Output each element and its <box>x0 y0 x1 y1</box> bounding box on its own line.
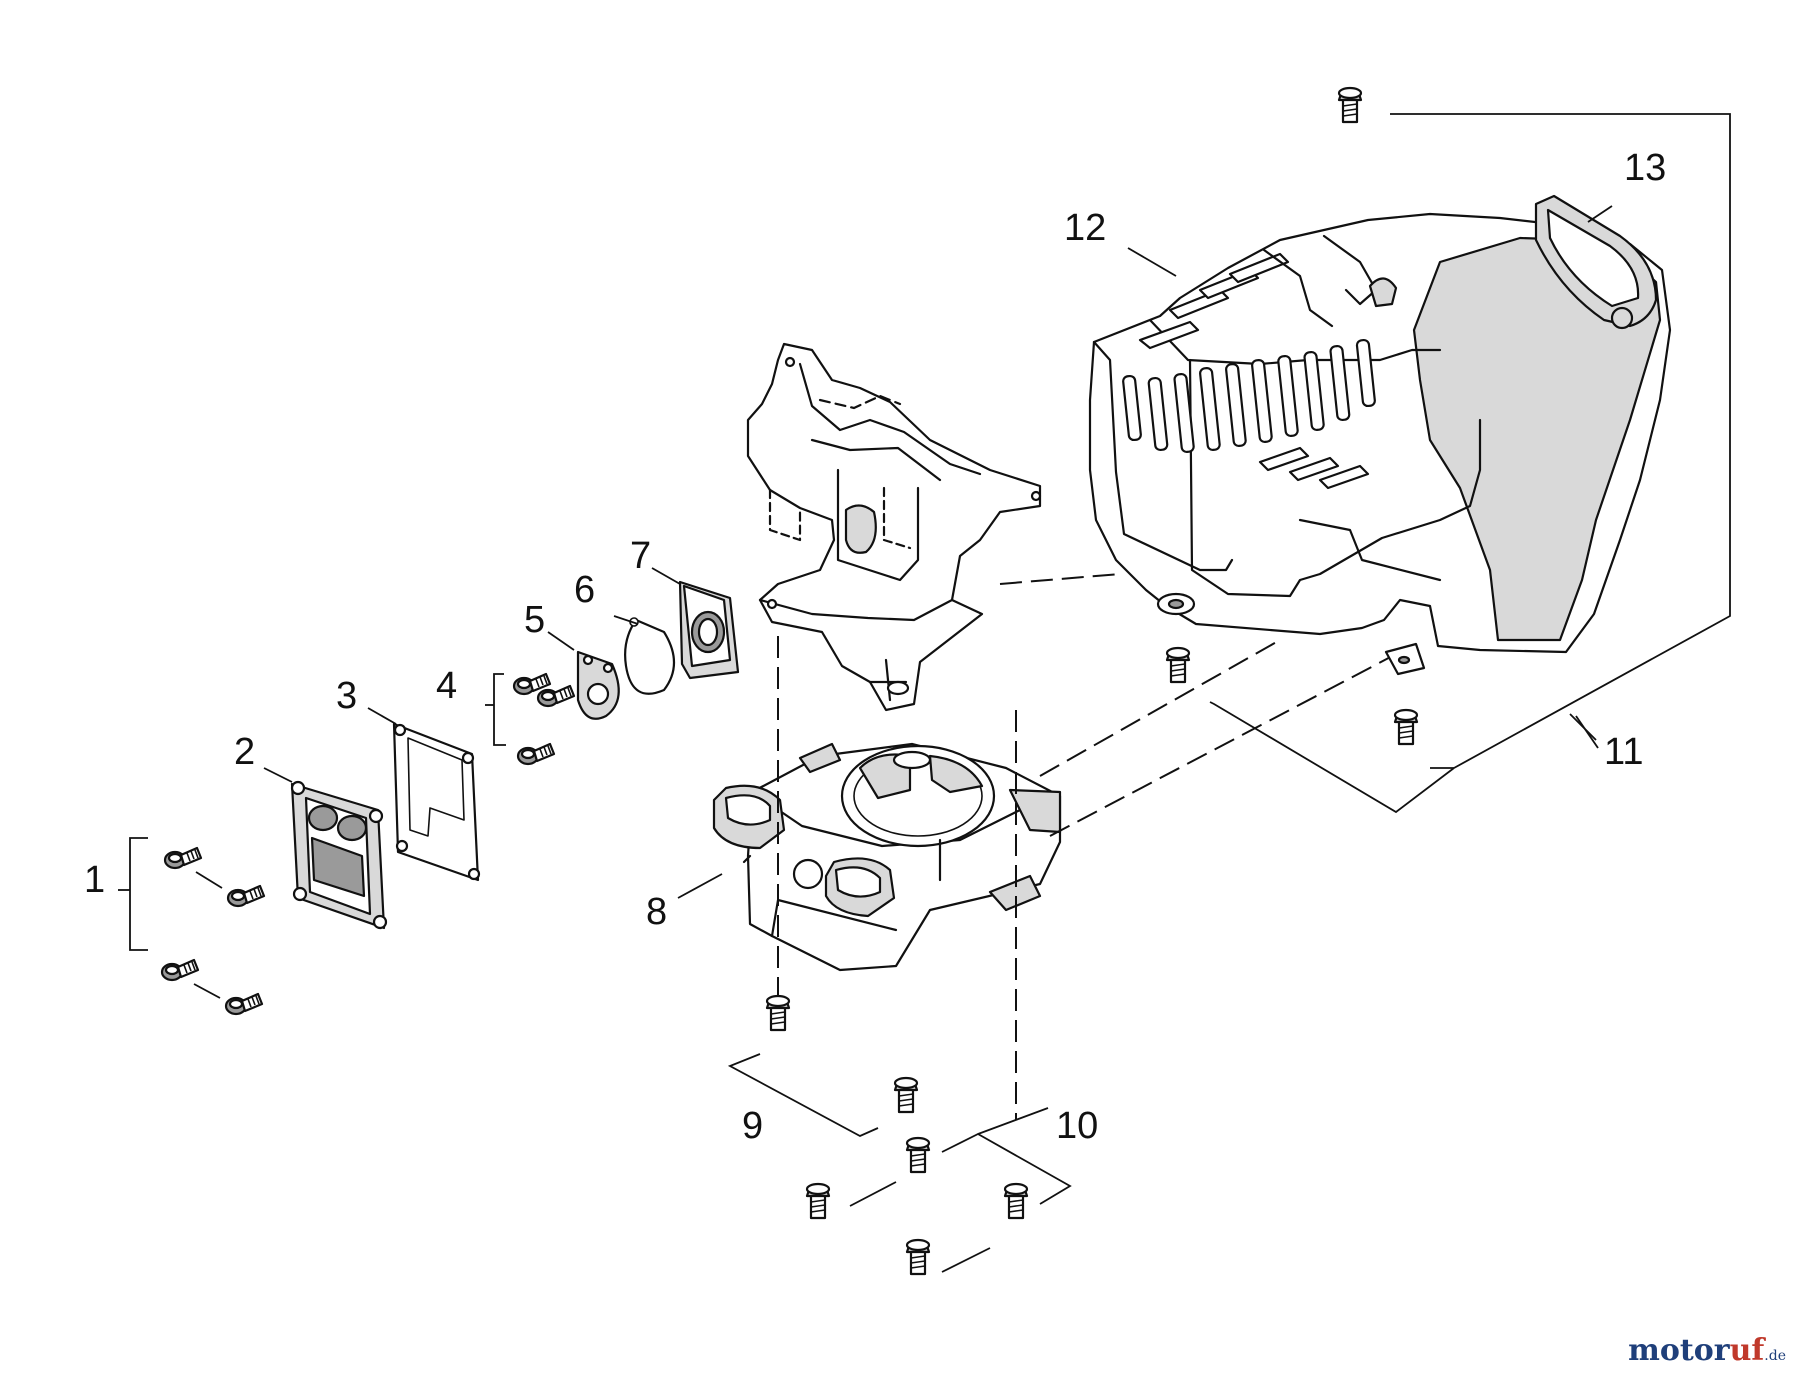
part-8-cylinder-base <box>712 742 1062 972</box>
part-label-6: 6 <box>574 569 595 611</box>
part-4-screw-set <box>485 672 576 766</box>
part-1-screw-set <box>118 837 266 1016</box>
part-6-gasket <box>624 617 675 695</box>
watermark-main: motor <box>1628 1333 1730 1368</box>
part-12-engine-cover <box>1088 212 1672 676</box>
alignment-lines <box>777 573 1401 1120</box>
part-label-5: 5 <box>524 599 545 641</box>
site-watermark: motoruf.de <box>1628 1333 1786 1368</box>
part-label-1: 1 <box>84 859 105 901</box>
part-label-4: 4 <box>436 665 457 707</box>
part-3-gasket <box>392 722 481 882</box>
cooling-slots <box>1122 252 1376 490</box>
part-label-12: 12 <box>1064 207 1106 249</box>
part-10-screw-set <box>805 1107 1072 1276</box>
part-label-9: 9 <box>742 1105 763 1147</box>
part-2-insulator-plate <box>290 780 388 930</box>
part-5-plate <box>576 650 620 720</box>
part-label-3: 3 <box>336 675 357 717</box>
part-label-7: 7 <box>630 535 651 577</box>
part-13-latch <box>1534 194 1658 330</box>
watermark-accent: uf <box>1729 1333 1765 1368</box>
part-labels: 1 2 3 4 5 6 7 8 9 10 11 12 13 <box>84 147 1666 1147</box>
part-label-13: 13 <box>1624 147 1666 189</box>
part-9-bolt-set <box>727 994 919 1138</box>
label-leaders <box>263 205 1613 899</box>
part-7-flange <box>678 580 740 680</box>
watermark-tld: .de <box>1764 1348 1786 1364</box>
engine-frame <box>746 342 1042 712</box>
part-label-11: 11 <box>1604 731 1643 773</box>
part-label-8: 8 <box>646 891 667 933</box>
part-label-2: 2 <box>234 731 255 773</box>
part-label-10: 10 <box>1056 1105 1098 1147</box>
